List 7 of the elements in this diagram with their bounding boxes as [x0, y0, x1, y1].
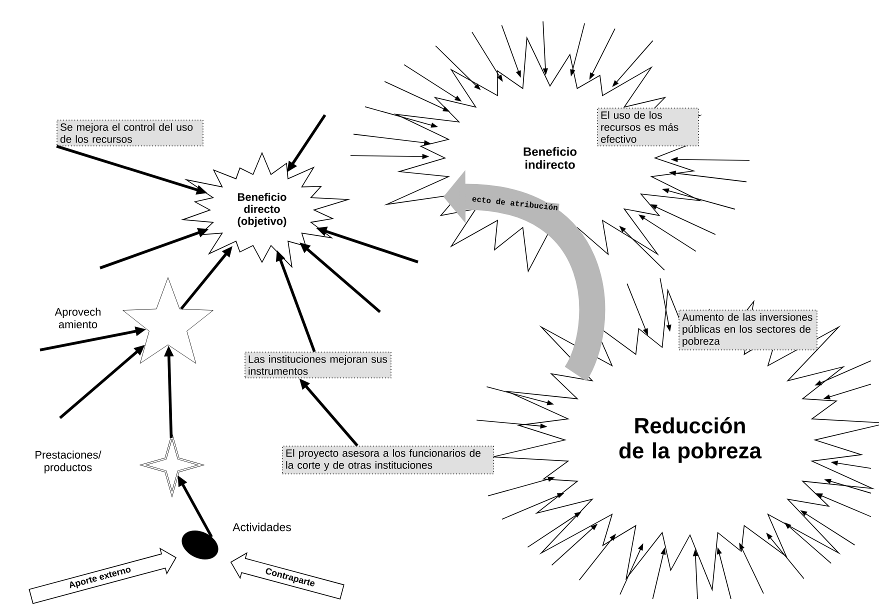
- star-label: Prestaciones/ productos: [36, 450, 102, 474]
- node-caption: Actividades: [232, 522, 291, 532]
- text-box: El proyecto asesora a los funcionarios de la corte y de otras instituciones: [282, 446, 494, 474]
- star-label: Aprovech amiento: [54, 308, 101, 328]
- edge-label: ecto de atribución: [470, 194, 560, 212]
- text-box: Las instituciones mejoran sus instrumentos: [244, 352, 392, 378]
- text-box: Se mejora el control del uso de los recursos: [56, 120, 204, 146]
